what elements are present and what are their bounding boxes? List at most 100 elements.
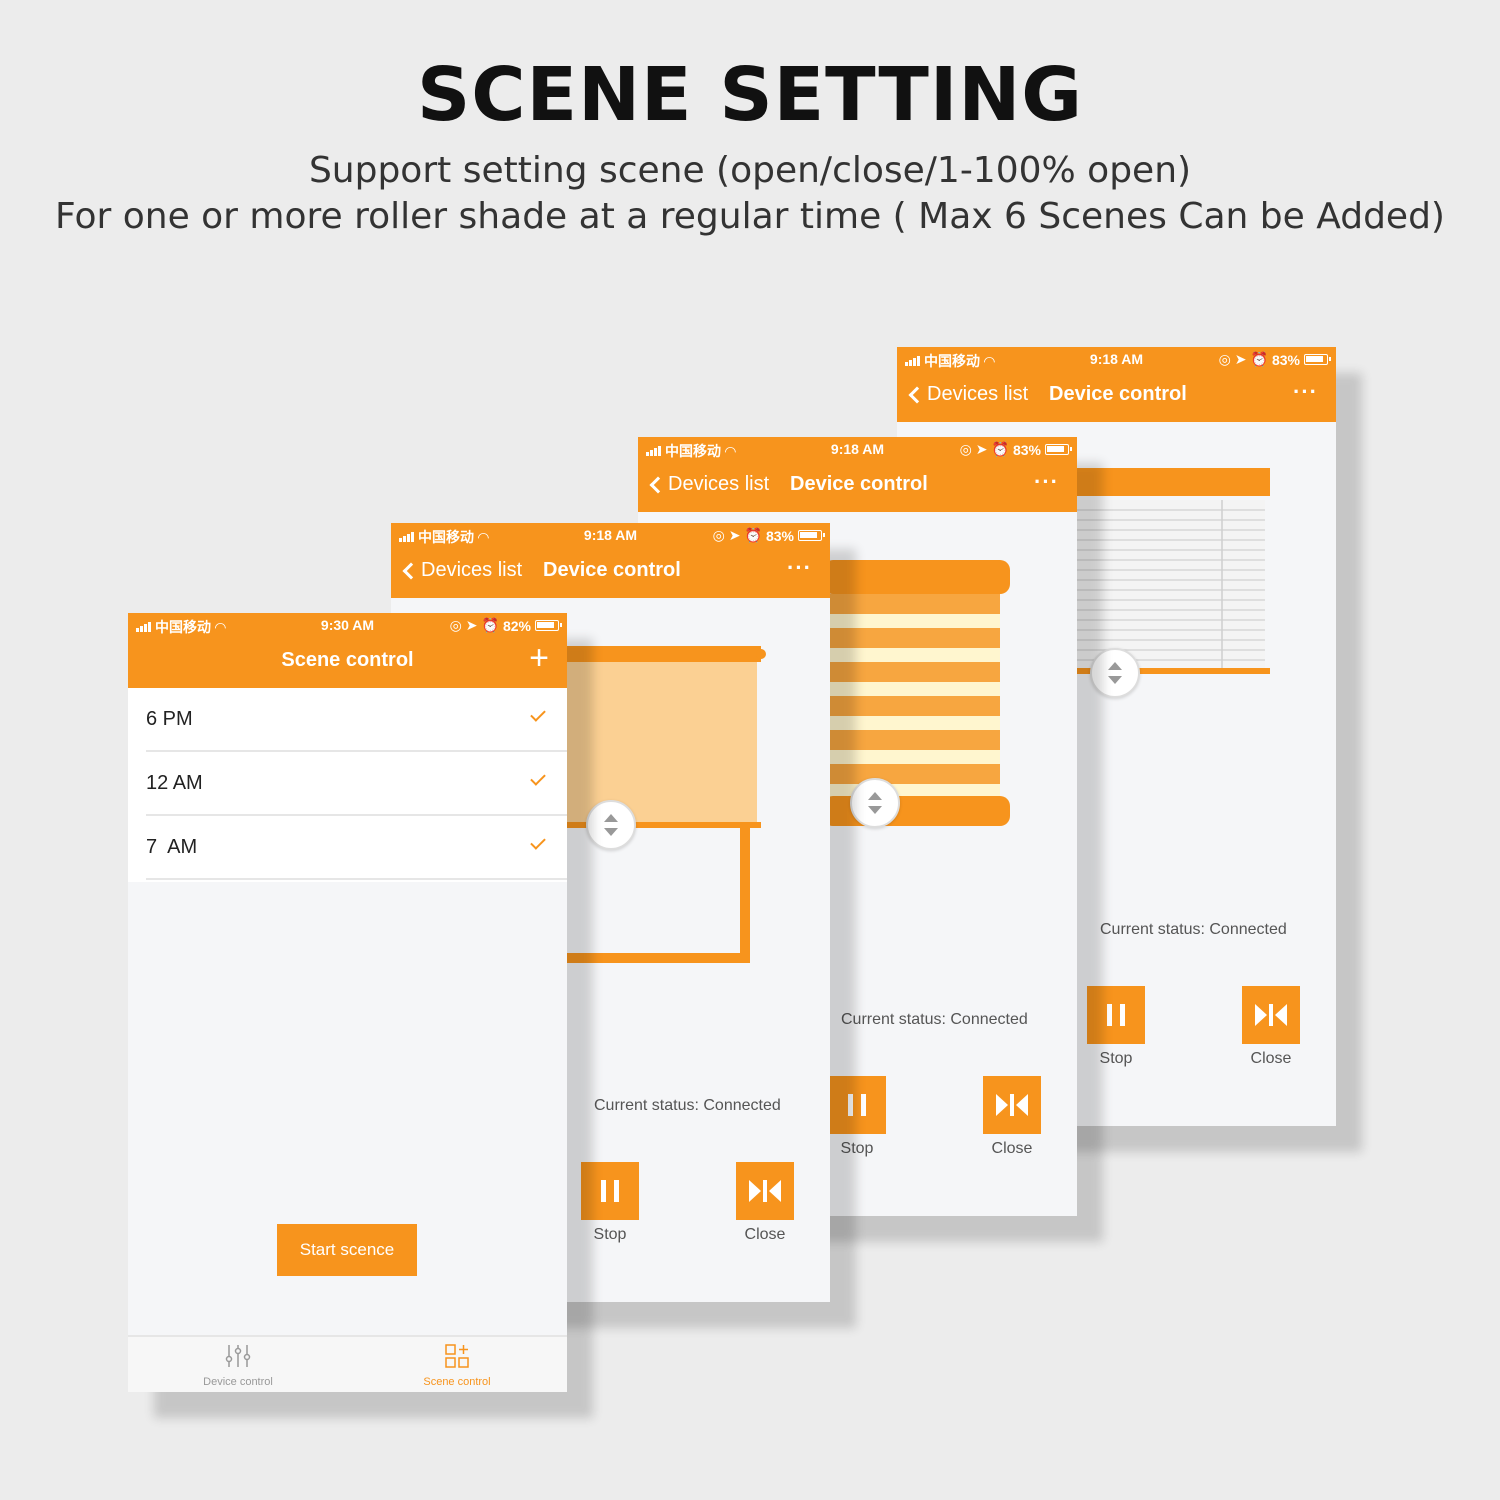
battery-percent: 83% [1012, 441, 1041, 458]
shade-stripes [830, 594, 1000, 798]
signal-icon [646, 446, 661, 456]
stop-button[interactable] [581, 1162, 639, 1220]
connection-status: Current status: Connected [1100, 921, 1287, 938]
scene-item[interactable]: 12 AM [146, 752, 567, 816]
more-button[interactable]: ··· [1034, 469, 1059, 494]
status-time: 9:18 AM [1089, 351, 1144, 367]
battery-percent: 83% [1271, 351, 1300, 368]
status-bar: 中国移动◠ 9:18 AM ◎➤⏰83% [391, 523, 830, 547]
close-label: Close [1250, 1050, 1292, 1067]
battery-percent: 82% [502, 617, 531, 634]
back-button[interactable]: Devices list [401, 559, 522, 582]
scene-time: 7 AM [146, 836, 198, 858]
tab-scene-control[interactable]: Scene control [377, 1343, 537, 1388]
back-label: Devices list [668, 473, 770, 495]
sliders-icon [225, 1345, 251, 1367]
back-button[interactable]: Devices list [907, 383, 1028, 406]
close-shade-icon [749, 1180, 781, 1202]
app-header: 中国移动◠ 9:18 AM ◎➤⏰83% Devices list Device… [638, 437, 1077, 512]
carrier-name: 中国移动 [924, 353, 980, 369]
shade-bottom-bar [551, 822, 761, 828]
shade-headrail [823, 560, 1010, 594]
page-title: Device control [790, 473, 928, 495]
chevron-left-icon [649, 476, 667, 493]
lock-rotation-icon: ◎ [1218, 351, 1231, 367]
location-icon: ➤ [1234, 351, 1247, 367]
scene-item[interactable]: 6 PM [146, 688, 567, 752]
start-scene-button[interactable]: Start scence [277, 1224, 417, 1276]
tab-device-control[interactable]: Device control [158, 1343, 318, 1388]
carrier-name: 中国移动 [155, 619, 211, 635]
close-button[interactable] [983, 1076, 1041, 1134]
status-time: 9:18 AM [830, 441, 885, 457]
stop-label: Stop [1099, 1050, 1133, 1067]
battery-percent: 83% [765, 527, 794, 544]
status-bar: 中国移动◠ 9:18 AM ◎➤⏰83% [638, 437, 1077, 461]
status-time: 9:18 AM [583, 527, 638, 543]
nav-bar: Devices list Device control ··· [638, 465, 1077, 509]
shade-position-slider[interactable] [1090, 648, 1140, 698]
connection-status: Current status: Connected [841, 1011, 1028, 1028]
add-scene-button[interactable]: + [529, 639, 549, 677]
status-bar: 中国移动◠ 9:30 AM ◎➤⏰82% [128, 613, 567, 637]
lock-rotation-icon: ◎ [712, 527, 725, 543]
wifi-icon: ◠ [725, 442, 736, 459]
back-label: Devices list [927, 383, 1029, 405]
window-frame [551, 828, 750, 963]
nav-bar: Devices list Device control ··· [897, 375, 1336, 419]
app-header: 中国移动◠ 9:18 AM ◎➤⏰83% Devices list Device… [391, 523, 830, 598]
close-label: Close [991, 1140, 1033, 1157]
connection-status: Current status: Connected [594, 1097, 781, 1114]
subtitle-line-1: Support setting scene (open/close/1-100%… [308, 150, 1192, 191]
up-down-arrows-icon [604, 814, 618, 836]
wifi-icon: ◠ [478, 528, 489, 545]
location-icon: ➤ [465, 617, 478, 633]
stop-button[interactable] [1087, 986, 1145, 1044]
close-shade-icon [996, 1094, 1028, 1116]
scene-item[interactable]: 7 AM [146, 816, 567, 880]
alarm-icon: ⏰ [1250, 351, 1268, 367]
scene-time: 6 PM [146, 708, 193, 730]
pause-icon [848, 1094, 866, 1116]
scene-control-screen: 中国移动◠ 9:30 AM ◎➤⏰82% Scene control + 6 P… [128, 613, 567, 1392]
status-time: 9:30 AM [320, 617, 375, 633]
signal-icon [136, 622, 151, 632]
chevron-left-icon [402, 562, 420, 579]
tab-bar: Device control Scene control [128, 1335, 567, 1392]
back-label: Devices list [421, 559, 523, 581]
nav-bar: Devices list Device control ··· [391, 551, 830, 595]
scene-time: 12 AM [146, 772, 203, 794]
alarm-icon: ⏰ [744, 527, 762, 543]
chevron-left-icon [908, 386, 926, 403]
shade-fabric [553, 662, 757, 824]
subtitle-line-2: For one or more roller shade at a regula… [55, 196, 1445, 237]
carrier-name: 中国移动 [418, 529, 474, 545]
roller-tube [551, 646, 761, 662]
roller-shade-illustration [551, 646, 766, 963]
battery-icon [798, 530, 825, 541]
wifi-icon: ◠ [984, 352, 995, 369]
checkmark-icon [530, 706, 546, 722]
signal-icon [399, 532, 414, 542]
page-title: Device control [1049, 383, 1187, 405]
close-button[interactable] [1242, 986, 1300, 1044]
up-down-arrows-icon [868, 792, 882, 814]
back-button[interactable]: Devices list [648, 473, 769, 496]
tab-label: Device control [203, 1376, 273, 1388]
more-button[interactable]: ··· [1293, 379, 1318, 404]
shade-position-slider[interactable] [586, 800, 636, 850]
close-label: Close [744, 1226, 786, 1243]
battery-icon [1045, 444, 1072, 455]
tab-label: Scene control [423, 1376, 491, 1388]
page-title: Scene control [281, 649, 414, 671]
carrier-name: 中国移动 [665, 443, 721, 459]
app-header: 中国移动◠ 9:18 AM ◎➤⏰83% Devices list Device… [897, 347, 1336, 422]
shade-position-slider[interactable] [850, 778, 900, 828]
app-header: 中国移动◠ 9:30 AM ◎➤⏰82% Scene control + [128, 613, 567, 688]
battery-icon [1304, 354, 1331, 365]
more-button[interactable]: ··· [787, 555, 812, 580]
close-button[interactable] [736, 1162, 794, 1220]
alarm-icon: ⏰ [481, 617, 499, 633]
checkmark-icon [530, 834, 546, 850]
stop-button[interactable] [828, 1076, 886, 1134]
